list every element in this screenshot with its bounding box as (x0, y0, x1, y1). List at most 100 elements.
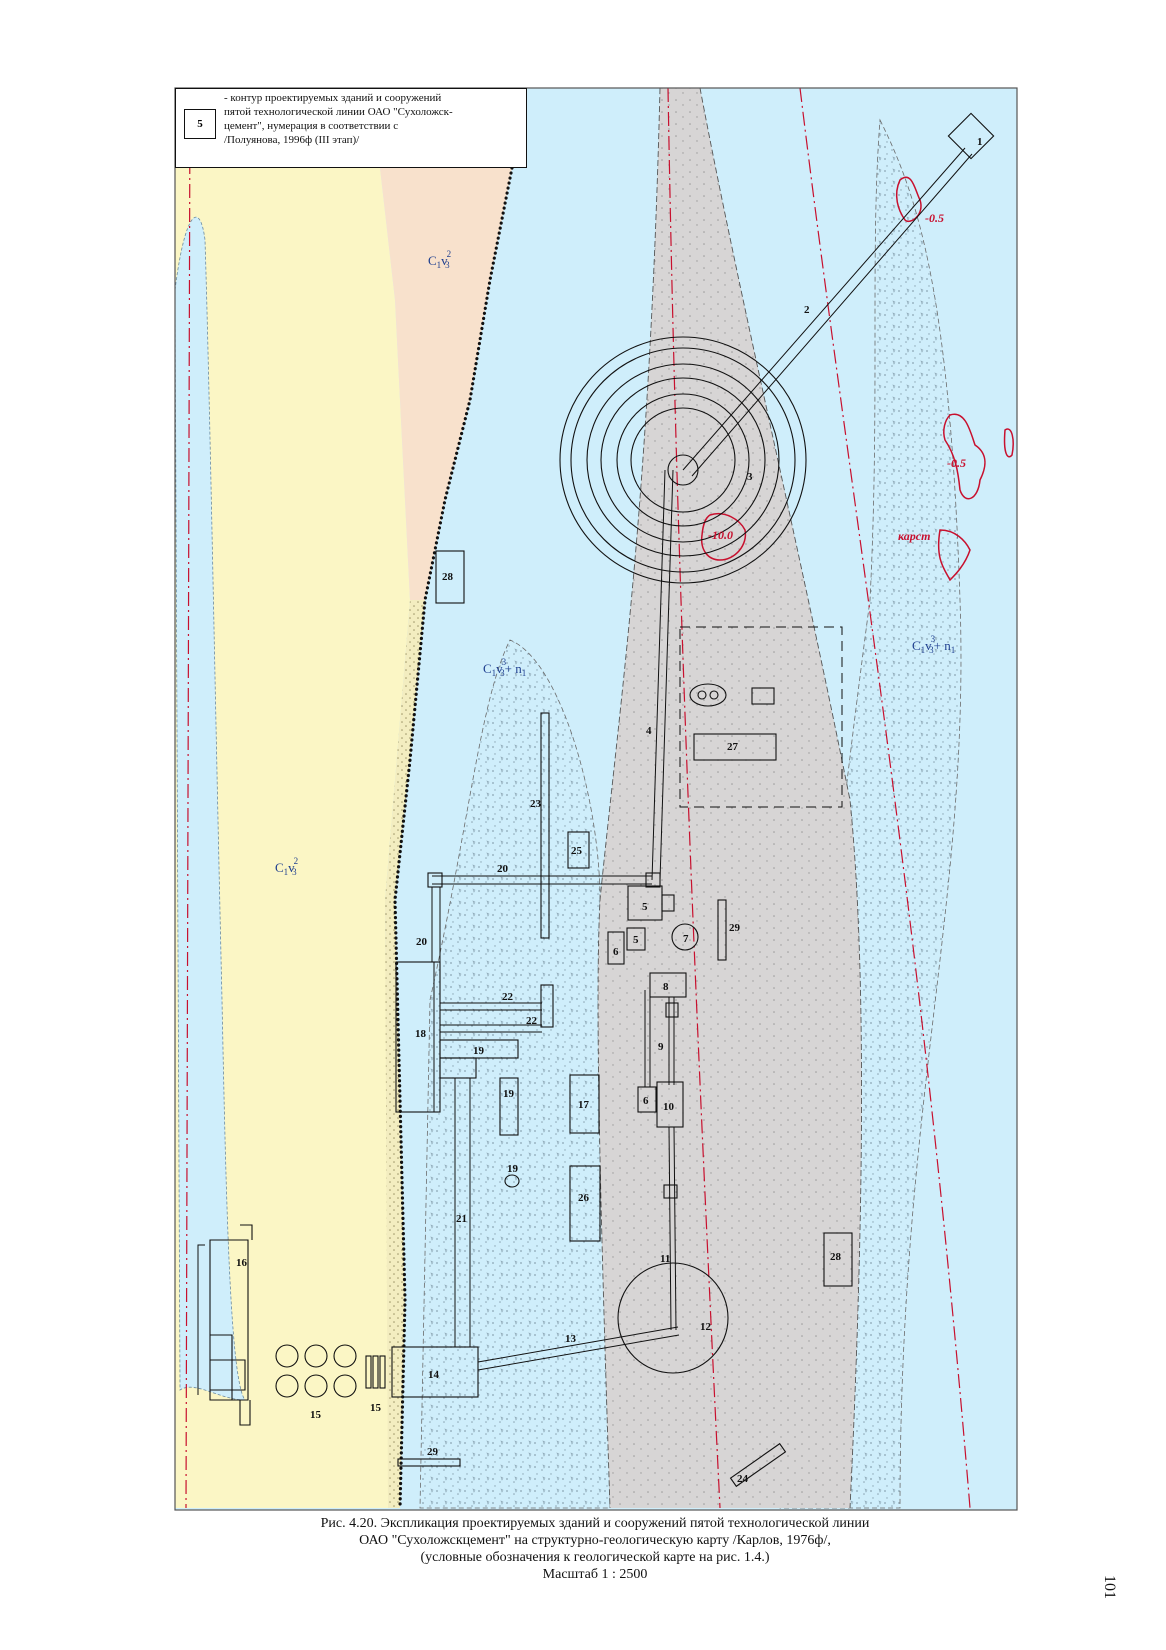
building-23 (540, 712, 550, 939)
label-10: 10 (663, 1101, 675, 1113)
caption-line-4: Масштаб 1 : 2500 (542, 1567, 648, 1582)
karst-mark-4: карст (898, 529, 930, 543)
conveyor-2 (682, 147, 973, 477)
label-15a: 15 (310, 1409, 322, 1421)
karst-outline-5 (1003, 428, 1014, 458)
structure-12 (617, 1262, 729, 1374)
label-18: 18 (415, 1028, 427, 1040)
building-6a (607, 931, 625, 965)
zone-blue-lens (174, 217, 246, 1401)
label-6b: 6 (643, 1095, 649, 1107)
karst-mark-1: -0.5 (925, 211, 944, 225)
building-1 (947, 112, 995, 160)
building-29b (397, 1458, 461, 1467)
zone-gravel-center (420, 640, 610, 1508)
building-24 (729, 1442, 787, 1488)
label-29b: 29 (427, 1446, 439, 1458)
building-29a (717, 899, 727, 961)
label-13: 13 (565, 1333, 577, 1345)
label-8: 8 (663, 981, 669, 993)
label-20b: 20 (416, 936, 428, 948)
label-23: 23 (530, 798, 542, 810)
legend-box: 5 - контур проектируемых зданий и сооруж… (175, 88, 527, 168)
conveyor-11 (668, 1126, 677, 1331)
caption-line-2: ОАО "Сухоложскцемент" на структурно-геол… (359, 1533, 831, 1548)
label-6a: 6 (613, 946, 619, 958)
label-19b: 19 (503, 1088, 515, 1100)
tanks-15 (275, 1344, 386, 1398)
building-5b (626, 927, 646, 951)
label-19a: 19 (473, 1045, 485, 1057)
caption-line-1: Рис. 4.20. Экспликация проектируемых зда… (320, 1516, 870, 1531)
building-14 (391, 1346, 479, 1398)
building-6b (637, 1086, 657, 1113)
legend-text: - контур проектируемых зданий и сооружен… (224, 92, 453, 146)
karst-outline-3 (700, 513, 747, 561)
building-26 (569, 1165, 601, 1242)
label-17: 17 (578, 1099, 590, 1111)
conveyor-9 (668, 997, 675, 1085)
label-2: 2 (804, 304, 810, 316)
label-19c: 19 (507, 1163, 519, 1175)
conveyor-13 (477, 1326, 680, 1371)
red-dashdot-left (185, 87, 191, 1509)
label-21: 21 (456, 1213, 467, 1225)
label-12: 12 (700, 1321, 712, 1333)
dashed-area-27 (679, 626, 843, 808)
building-19a (439, 1039, 519, 1059)
building-19c (499, 1077, 519, 1136)
figure-caption: Рис. 4.20. Экспликация проектируемых зда… (240, 1515, 950, 1583)
zone-c1v32-cream (175, 168, 410, 1508)
label-22b: 22 (526, 1015, 538, 1027)
label-9: 9 (658, 1041, 664, 1053)
small-building (751, 687, 775, 705)
label-1: 1 (977, 136, 983, 148)
building-28b (823, 1232, 853, 1287)
label-4: 4 (646, 725, 652, 737)
red-dashdot-right (799, 87, 971, 1509)
red-dashdot-mid (667, 87, 721, 1509)
building-10 (656, 1081, 684, 1128)
label-28a: 28 (442, 571, 454, 583)
building-25 (567, 831, 590, 869)
map-frame (174, 87, 1018, 1511)
karst-mark-2: -0.5 (947, 456, 966, 470)
conveyor-4 (651, 469, 674, 881)
spiral-structure-3 (559, 336, 807, 584)
label-3: 3 (747, 471, 753, 483)
caption-line-3: (условные обозначения к геологической ка… (420, 1550, 770, 1565)
label-22a: 22 (502, 991, 514, 1003)
object-19 (504, 1174, 520, 1188)
label-15b: 15 (370, 1402, 382, 1414)
label-5: 5 (642, 901, 648, 913)
label-14: 14 (428, 1369, 440, 1381)
label-28b: 28 (830, 1251, 842, 1263)
structure-22 (440, 1002, 542, 1033)
conveyor-21 (454, 1078, 471, 1347)
karst-outline-4 (938, 529, 971, 582)
label-16: 16 (236, 1257, 248, 1269)
zone-peach (380, 168, 512, 600)
label-26: 26 (578, 1192, 590, 1204)
conveyor-20 (432, 875, 652, 885)
label-24: 24 (737, 1473, 749, 1485)
karst-mark-3: -10.0 (708, 528, 733, 542)
building-19b (439, 1057, 477, 1079)
karst-outline-2 (943, 413, 986, 500)
building-16 (209, 1224, 253, 1426)
dotted-boundary (393, 166, 514, 1510)
label-25: 25 (571, 845, 583, 857)
label-5b: 5 (633, 934, 639, 946)
object-ellipse (689, 683, 727, 707)
building-28a (435, 550, 465, 604)
building-27 (693, 733, 777, 761)
label-29a: 29 (729, 922, 741, 934)
building-18 (395, 961, 441, 1113)
label-11: 11 (660, 1253, 670, 1265)
building-8 (649, 972, 687, 998)
